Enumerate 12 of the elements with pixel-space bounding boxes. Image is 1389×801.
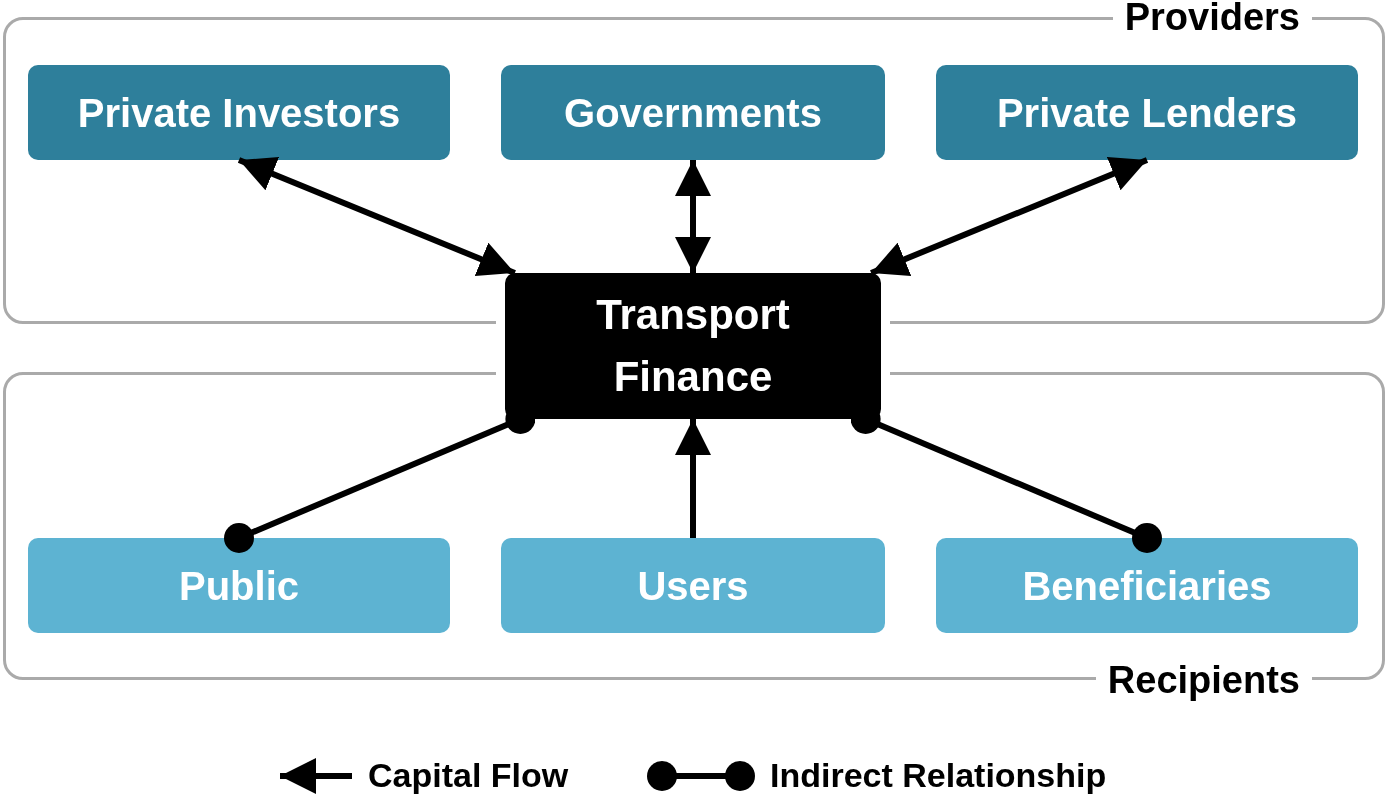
- provider-box: Private Lenders: [936, 65, 1358, 160]
- legend-label: Indirect Relationship: [770, 755, 1107, 795]
- recipient-box: Public: [28, 538, 450, 633]
- provider-box: Governments: [501, 65, 885, 160]
- recipient-box: Beneficiaries: [936, 538, 1358, 633]
- arrow: [237, 157, 516, 276]
- arrow: [870, 157, 1149, 276]
- recipient-box: Users: [501, 538, 885, 633]
- provider-box: Private Investors: [28, 65, 450, 160]
- legend-label: Capital Flow: [368, 755, 569, 795]
- arrow: [675, 160, 711, 273]
- arrow: [675, 419, 711, 538]
